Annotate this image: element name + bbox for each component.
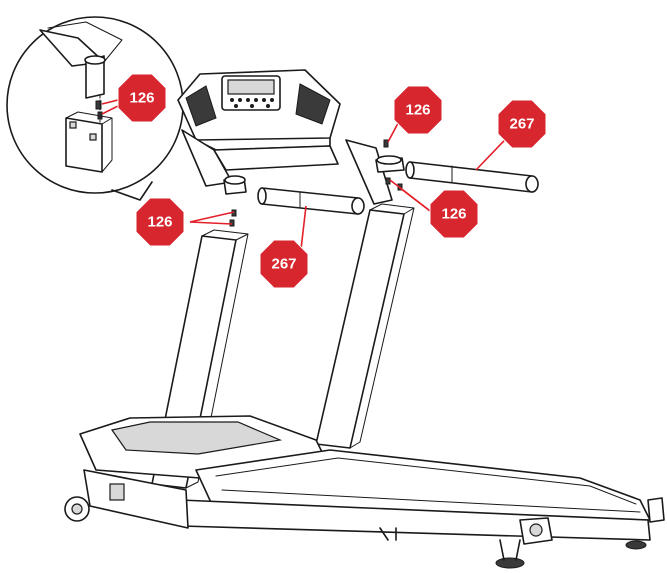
console-right-grip [295,83,331,125]
cross-bar [213,145,339,171]
callout-267-right: 267 [497,99,547,149]
svg-text:267: 267 [271,256,296,273]
svg-text:267: 267 [509,116,534,133]
svg-text:126: 126 [441,206,466,223]
callout-126-upper-right: 126 [393,85,443,135]
callout-126-detail: 126 [117,73,167,123]
treadmill-base [64,415,665,569]
upper-frame [181,129,405,205]
console-left-grip [185,85,217,127]
svg-text:126: 126 [129,90,154,107]
detail-pointer [111,181,153,201]
handgrip-left [257,187,365,215]
callout-267-left: 267 [259,239,309,289]
foot-rear [625,540,647,550]
console-buttons [230,98,274,108]
handgrip-right [405,161,539,193]
foot-front [495,557,525,569]
svg-text:126: 126 [405,102,430,119]
right-upright [315,209,405,449]
console [177,69,341,151]
detail-inset [6,16,184,201]
callout-126-left: 126 [135,197,185,247]
screws [229,139,403,227]
callout-126-right: 126 [429,189,479,239]
right-console-arm [345,139,393,205]
svg-text:126: 126 [147,214,172,231]
